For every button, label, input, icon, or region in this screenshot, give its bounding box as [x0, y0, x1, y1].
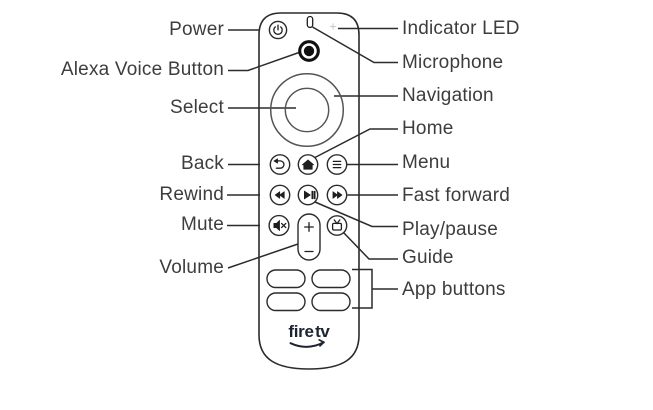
callout-line-guide — [342, 231, 398, 260]
callout-line-volume — [227, 243, 299, 269]
callout-line-home — [312, 128, 398, 160]
firetv-logo: fire tv — [288, 322, 330, 341]
callout-label-menu: Menu — [402, 152, 451, 173]
back-icon — [273, 158, 285, 169]
mute-icon — [273, 220, 287, 231]
callout-label-power: Power — [169, 19, 224, 40]
power-button — [268, 20, 288, 40]
volume-plus-icon — [304, 222, 314, 232]
alexa-voice-button — [298, 40, 320, 62]
callout-label-rewind: Rewind — [159, 184, 224, 205]
callout-label-microphone: Microphone — [402, 52, 504, 73]
callout-label-mute: Mute — [180, 214, 224, 235]
select-pad — [284, 87, 330, 133]
callout-label-back: Back — [180, 153, 224, 174]
play-pause-icon — [303, 190, 316, 200]
guide-button — [326, 215, 348, 236]
app-button — [266, 269, 306, 289]
amazon-smile-arrow — [289, 339, 325, 348]
app-buttons-group — [266, 269, 351, 312]
volume-rocker — [297, 213, 321, 261]
app-button — [311, 292, 351, 312]
callout-label-fast-forward: Fast forward — [402, 185, 510, 206]
microphone-slot — [306, 15, 314, 29]
play-pause-button — [297, 184, 319, 206]
mute-button — [268, 214, 290, 237]
navigation-ring — [269, 72, 345, 148]
callout-label-app-buttons: App buttons — [402, 279, 506, 300]
callout-label-navigation: Navigation — [402, 85, 494, 106]
callout-label-play-pause: Play/pause — [402, 219, 499, 240]
rewind-icon — [274, 191, 285, 199]
callout-label-indicator-led: Indicator LED — [402, 18, 520, 39]
callout-label-select: Select — [169, 97, 224, 118]
callout-lines — [227, 26, 398, 309]
home-button — [297, 154, 319, 175]
fast-forward-icon — [332, 191, 343, 199]
guide-icon — [331, 219, 343, 231]
indicator-led — [329, 23, 337, 30]
menu-button — [326, 154, 348, 175]
callout-line-alexa — [228, 51, 300, 72]
app-button — [311, 269, 351, 289]
home-icon — [301, 159, 315, 170]
callout-label-guide: Guide — [402, 247, 454, 268]
callout-label-home: Home — [402, 118, 454, 139]
fast-forward-button — [326, 184, 348, 206]
callout-label-alexa-voice-button: Alexa Voice Button — [60, 59, 224, 80]
callout-line-play-pause — [314, 201, 398, 228]
callout-line-microphone — [312, 26, 398, 64]
menu-icon — [332, 160, 342, 169]
rewind-button — [269, 184, 291, 206]
app-button — [266, 292, 306, 312]
callout-label-volume: Volume — [159, 257, 224, 278]
back-button — [269, 154, 291, 175]
power-icon — [273, 24, 283, 35]
